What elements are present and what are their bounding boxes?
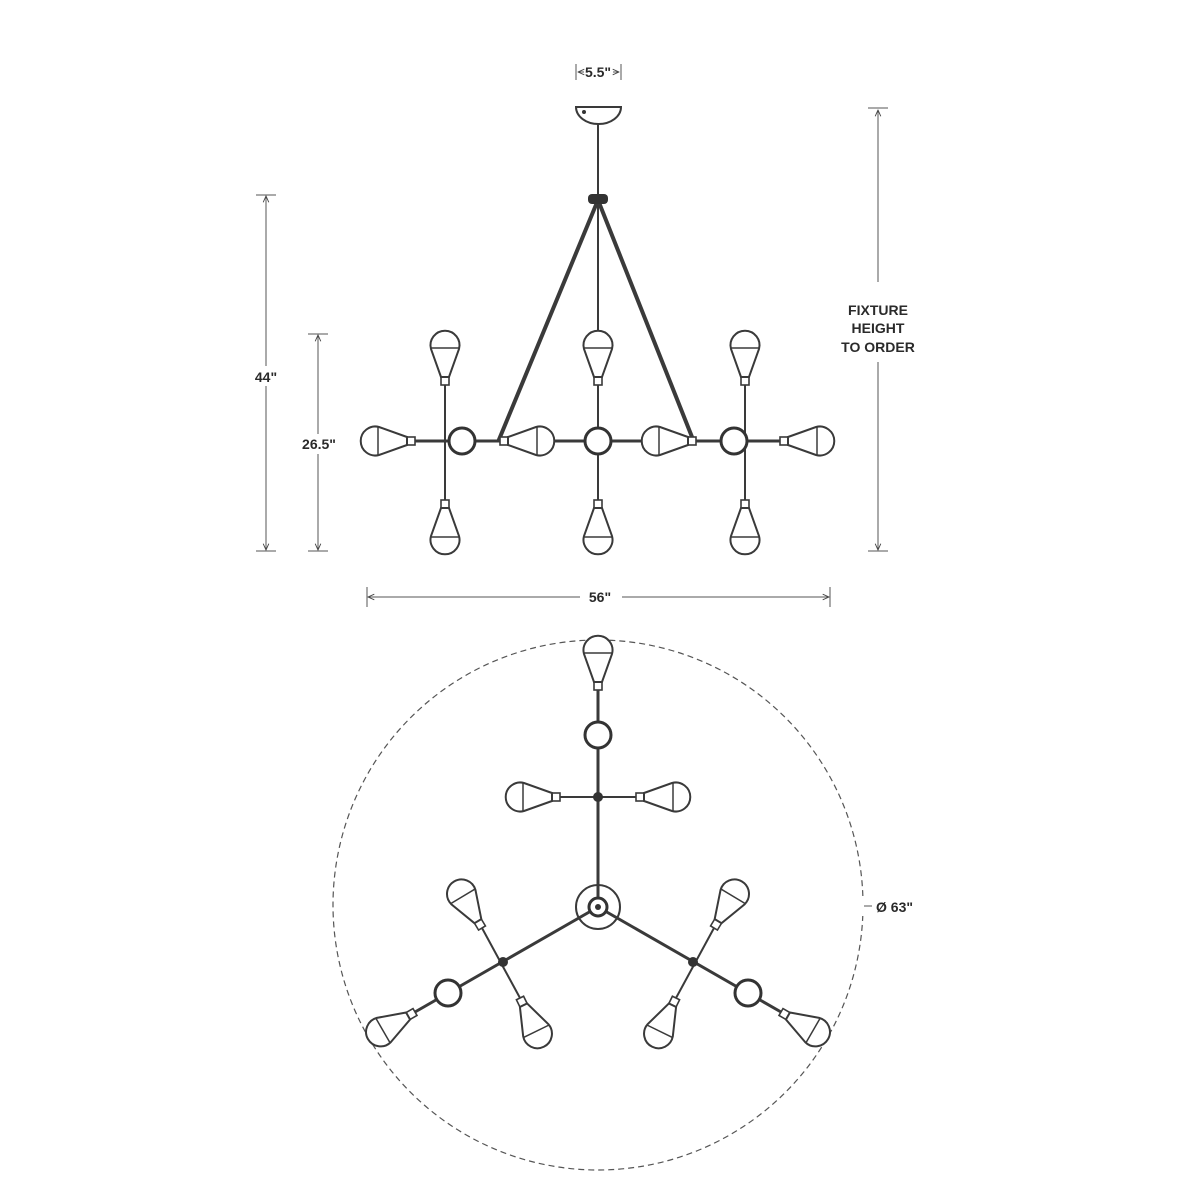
front-dimensions: 5.5" 44" 26.5" FIXTURE HEIGHT TO ORDER 5…	[248, 64, 915, 607]
bulb-icon	[729, 499, 761, 556]
bulb-icon	[499, 425, 556, 457]
bulb-icon	[729, 329, 761, 386]
bulb-icon	[772, 998, 837, 1053]
right-hub	[733, 978, 763, 1008]
bulb-icon	[700, 873, 756, 937]
canopy	[574, 106, 623, 125]
canopy-top	[575, 884, 621, 930]
top-hub	[583, 720, 613, 750]
bulb-icon	[359, 425, 416, 457]
diameter-label: Ø 63"	[876, 899, 913, 915]
bulb-icon	[440, 873, 496, 937]
bulb-icon	[429, 499, 461, 556]
bulb-icon	[429, 329, 461, 386]
fixture-height-label-2: HEIGHT	[852, 320, 905, 336]
bulb-icon	[582, 499, 614, 556]
left-hub	[447, 426, 477, 456]
bulb-icon	[505, 990, 558, 1055]
bulb-icon	[504, 781, 561, 813]
overall-height-label: 44"	[255, 369, 277, 385]
rod-joint	[588, 194, 608, 204]
joint	[688, 957, 698, 967]
canopy-dot	[595, 904, 601, 910]
front-view	[359, 106, 836, 556]
body-height-label: 26.5"	[302, 436, 336, 452]
right-hub	[719, 426, 749, 456]
bulb-icon	[635, 781, 692, 813]
bulb-icon	[638, 990, 691, 1055]
bulb-icon	[582, 634, 614, 691]
center-hub	[583, 426, 613, 456]
bulb-icon	[359, 998, 424, 1053]
left-hub	[433, 978, 463, 1008]
joint	[498, 957, 508, 967]
canopy-width-label: 5.5"	[585, 64, 611, 80]
left-support-rod	[496, 199, 600, 443]
joint	[593, 792, 603, 802]
fixture-height-label-1: FIXTURE	[848, 302, 908, 318]
fixture-height-label-3: TO ORDER	[841, 339, 915, 355]
width-label: 56"	[589, 589, 611, 605]
canopy-screw	[582, 110, 586, 114]
top-view: Ø 63"	[332, 634, 960, 1171]
bulb-icon	[779, 425, 836, 457]
right-support-rod	[596, 199, 696, 443]
bulb-icon	[582, 329, 614, 386]
